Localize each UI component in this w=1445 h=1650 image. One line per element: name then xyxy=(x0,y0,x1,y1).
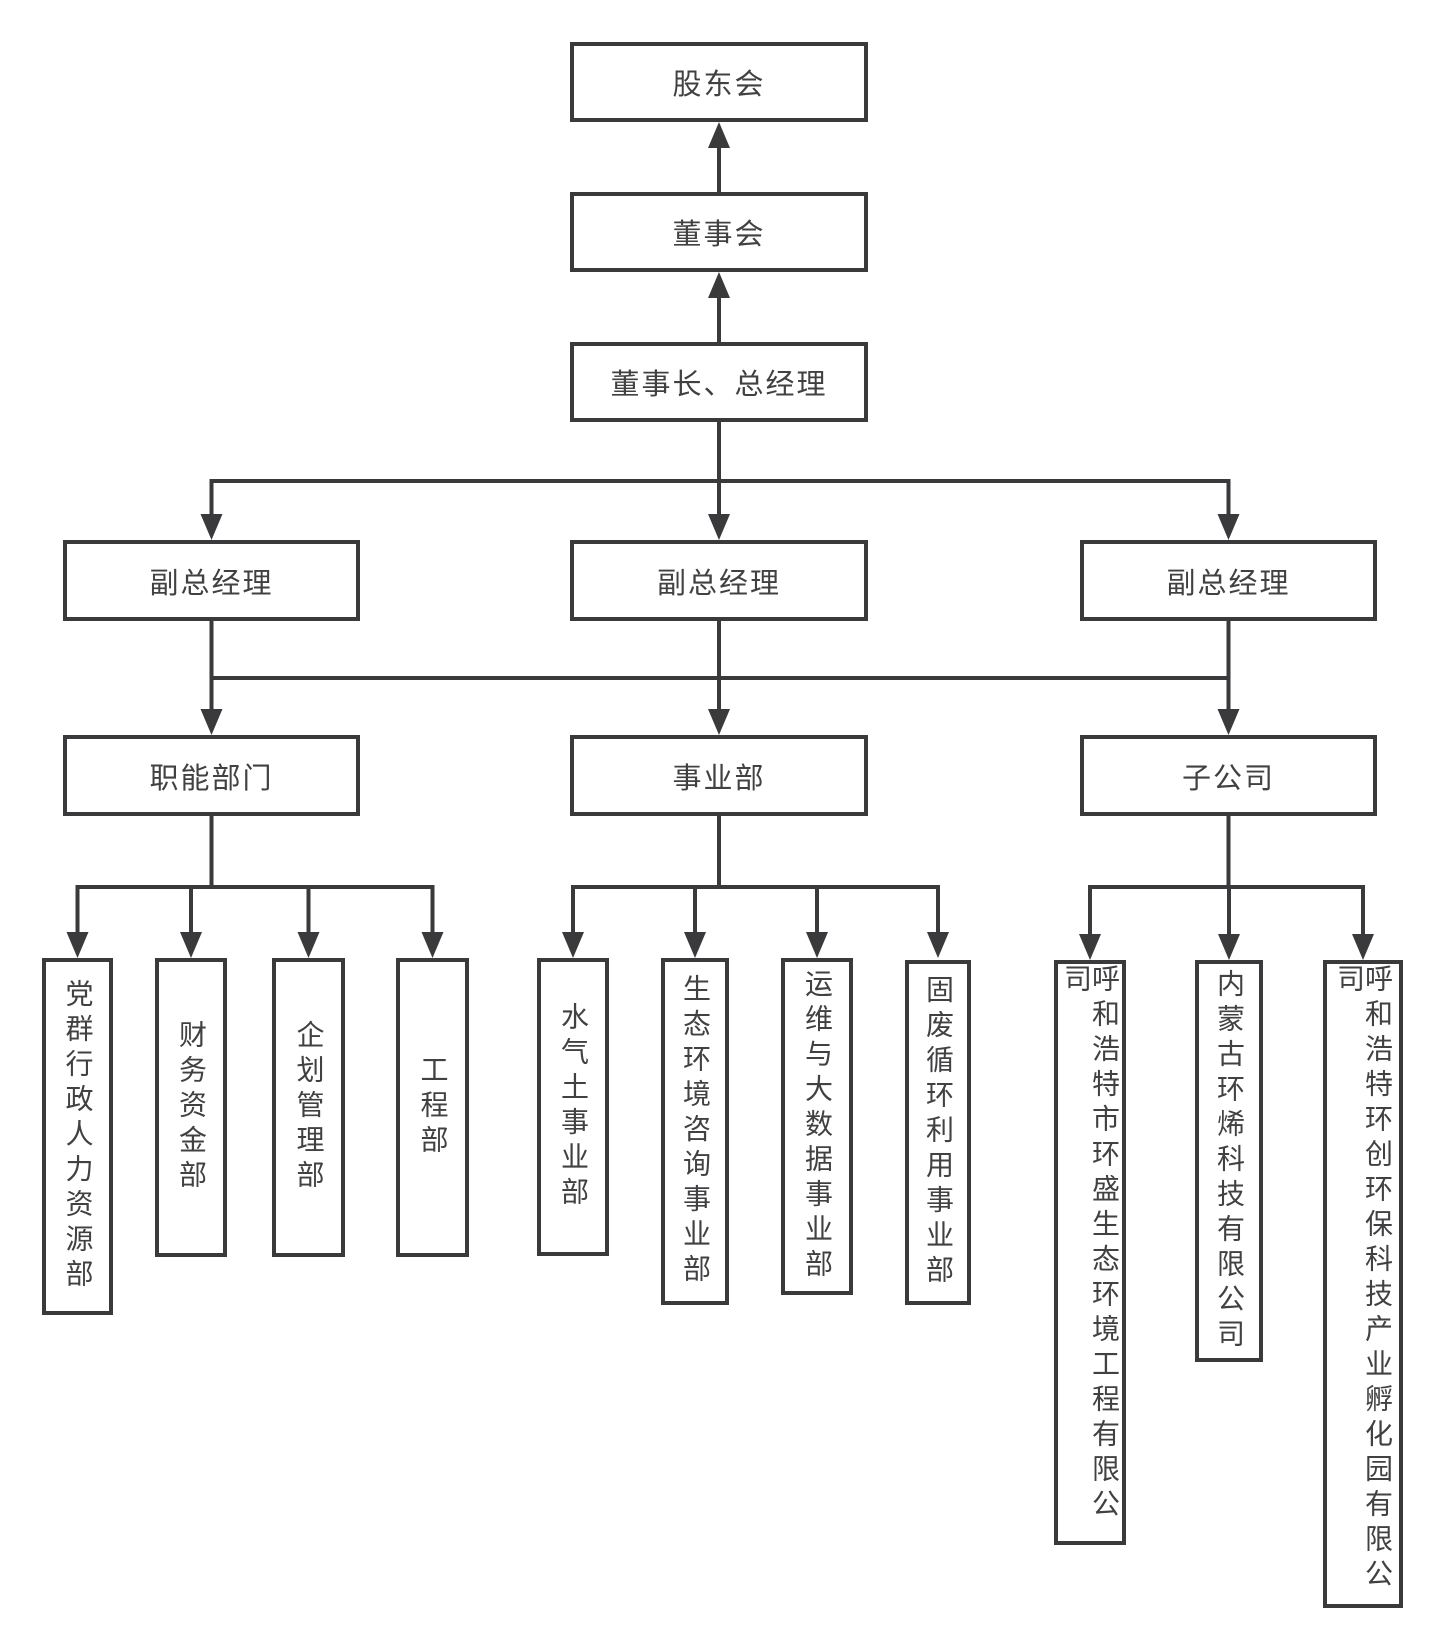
node-company-huansheng-label: 呼和浩特市环盛生态环境工程有限公司 xyxy=(1061,964,1120,1524)
node-bu-ops-bigdata: 运维与大数据事业部 xyxy=(781,958,853,1295)
node-bu-water-air-soil-label: 水气土事业部 xyxy=(558,1002,589,1212)
node-vice-gm-3: 副总经理 xyxy=(1080,540,1377,621)
node-board: 董事会 xyxy=(570,192,868,272)
node-chairman-gm: 董事长、总经理 xyxy=(570,342,868,422)
connector-vice-gms-to-categories xyxy=(209,619,1231,714)
node-vice-gm-1: 副总经理 xyxy=(63,540,360,621)
node-bu-water-air-soil: 水气土事业部 xyxy=(537,958,609,1256)
node-business-division-label: 事业部 xyxy=(672,762,766,795)
node-vice-gm-2: 副总经理 xyxy=(570,540,868,621)
node-dept-planning: 企划管理部 xyxy=(272,958,345,1257)
node-shareholders-label: 股东会 xyxy=(672,69,766,101)
node-bu-eco-consulting: 生态环境咨询事业部 xyxy=(661,958,729,1305)
node-bu-solid-waste-label: 固废循环利用事业部 xyxy=(923,975,954,1290)
node-bu-solid-waste: 固废循环利用事业部 xyxy=(905,960,971,1305)
connector-subsidiaries-branch xyxy=(1088,814,1365,939)
node-subsidiaries-label: 子公司 xyxy=(1181,762,1275,795)
arrowheads xyxy=(66,122,1374,960)
node-board-label: 董事会 xyxy=(672,219,766,251)
connector-chairman-to-vice-gms xyxy=(209,420,1231,519)
node-subsidiaries: 子公司 xyxy=(1080,735,1377,816)
node-dept-finance-label: 财务资金部 xyxy=(176,1020,207,1195)
node-company-huanchuang-label: 呼和浩特环创环保科技产业孵化园有限公司 xyxy=(1334,964,1393,1594)
node-company-huanxi: 内蒙古环烯科技有限公司 xyxy=(1195,960,1263,1362)
node-vice-gm-1-label: 副总经理 xyxy=(149,567,274,600)
node-dept-planning-label: 企划管理部 xyxy=(293,1020,325,1195)
node-dept-engineering: 工程部 xyxy=(396,958,469,1257)
node-business-division: 事业部 xyxy=(570,735,868,816)
node-vice-gm-2-label: 副总经理 xyxy=(656,567,781,600)
node-bu-eco-consulting-label: 生态环境咨询事业部 xyxy=(680,974,711,1289)
node-dept-finance: 财务资金部 xyxy=(155,958,227,1257)
node-company-huansheng: 呼和浩特市环盛生态环境工程有限公司 xyxy=(1054,960,1126,1545)
node-bu-ops-bigdata-label: 运维与大数据事业部 xyxy=(802,969,833,1284)
node-dept-engineering-label: 工程部 xyxy=(417,1055,449,1160)
connector-functional-branch xyxy=(75,814,435,937)
node-chairman-gm-label: 董事长、总经理 xyxy=(610,369,828,401)
connector-business-branch xyxy=(571,814,940,937)
node-shareholders: 股东会 xyxy=(570,42,868,122)
node-company-huanchuang: 呼和浩特环创环保科技产业孵化园有限公司 xyxy=(1323,960,1403,1608)
node-functional-depts: 职能部门 xyxy=(63,735,360,816)
node-dept-party-admin-hr-label: 党群行政人力资源部 xyxy=(62,979,94,1294)
node-company-huanxi-label: 内蒙古环烯科技有限公司 xyxy=(1214,968,1245,1354)
node-functional-depts-label: 职能部门 xyxy=(149,762,274,795)
node-dept-party-admin-hr: 党群行政人力资源部 xyxy=(42,958,113,1315)
node-vice-gm-3-label: 副总经理 xyxy=(1166,567,1291,600)
